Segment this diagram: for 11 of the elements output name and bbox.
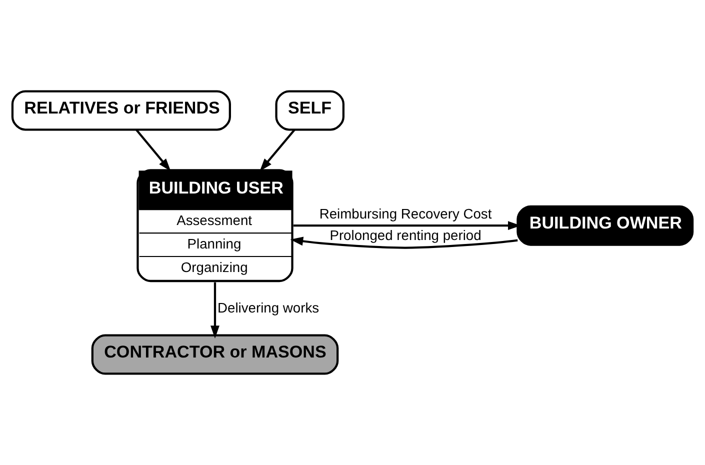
edge-label: Prolonged renting period — [330, 226, 482, 243]
node-box: BUILDING OWNER — [516, 205, 694, 246]
arrow — [210, 282, 220, 338]
node-box: RELATIVES or FRIENDS — [11, 90, 231, 131]
node-box: SELF — [275, 90, 344, 131]
arrow — [260, 128, 296, 172]
edge-label: Reimbursing Recovery Cost — [319, 206, 492, 222]
arrow — [290, 236, 518, 249]
arrow — [135, 128, 171, 172]
node-box: CONTRACTOR or MASONS — [91, 334, 339, 375]
edge-label: Delivering works — [218, 299, 320, 316]
